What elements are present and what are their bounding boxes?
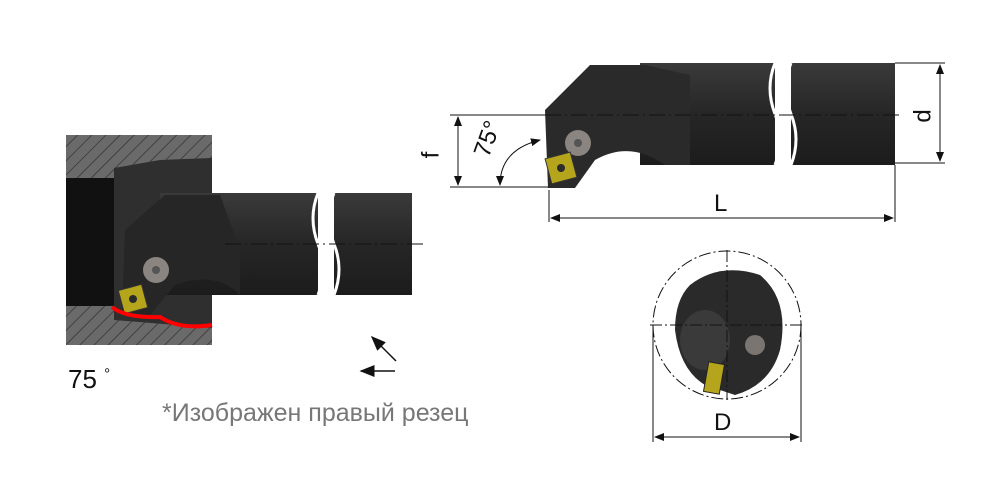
tool-clamp-body: [122, 195, 240, 315]
angle-label: 75 °: [68, 364, 111, 394]
note-right-hand-tool: *Изображен правый резец: [162, 399, 469, 427]
degree-sign: °: [104, 365, 111, 383]
bore: [66, 178, 114, 306]
tool-head: [545, 65, 690, 188]
cut-line: [110, 305, 213, 329]
dim-f: f: [417, 151, 445, 159]
left-view-boring: [66, 135, 425, 377]
dim-d: d: [909, 109, 937, 123]
feed-arrows-icon: [359, 335, 397, 377]
dimension-lines: [450, 62, 945, 222]
insert-icon: [702, 361, 726, 395]
dim-L: L: [714, 190, 728, 217]
dim-D: D: [714, 409, 732, 436]
side-view: [450, 62, 945, 222]
end-view: [650, 250, 805, 442]
